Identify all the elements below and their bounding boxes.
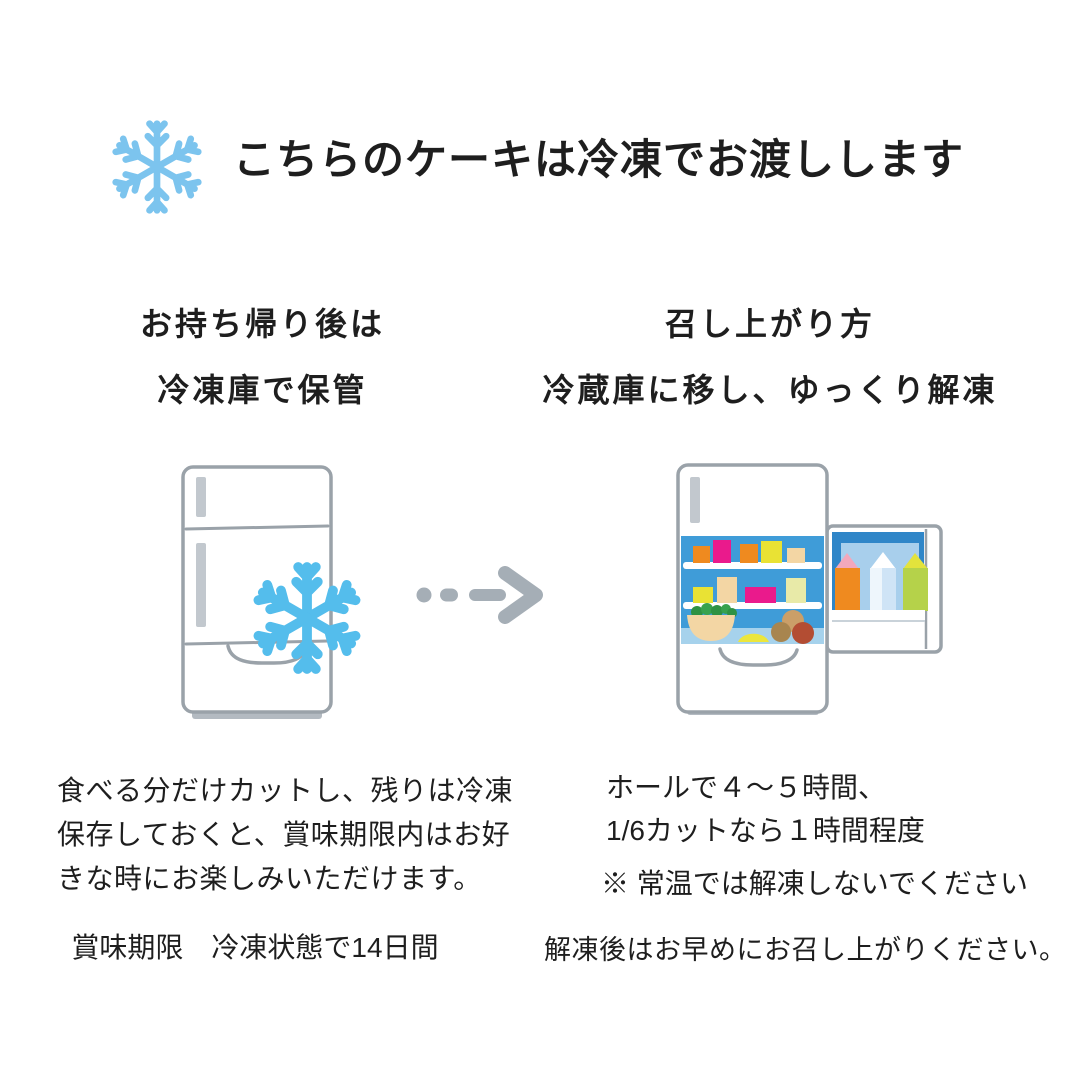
storage-description: 食べる分だけカットし、残りは冷凍 保存しておくと、賞味期限内はお好 きな時にお楽… bbox=[57, 769, 527, 901]
storage-heading: お持ち帰り後は 冷凍庫で保管 bbox=[40, 303, 485, 411]
open-fridge-illustration bbox=[676, 463, 943, 715]
fridge-door-open bbox=[825, 524, 943, 654]
storage-heading-line2: 冷凍庫で保管 bbox=[157, 372, 368, 408]
thawing-times: ホールで４〜５時間、 1/6カットなら１時間程度 bbox=[606, 766, 1046, 852]
thawing-caution: ※ 常温では解凍しないでください bbox=[601, 868, 1028, 899]
door-bottles bbox=[835, 552, 928, 611]
snowflake-icon bbox=[114, 123, 200, 211]
page-title: こちらのケーキは冷凍でお渡しします bbox=[233, 136, 965, 183]
storage-heading-line1: お持ち帰り後は bbox=[139, 306, 385, 342]
thawing-footer: 解凍後はお早めにお召し上がりください。 bbox=[544, 935, 1067, 965]
thawing-time-line1: ホールで４〜５時間、 bbox=[606, 772, 887, 803]
closed-fridge-illustration bbox=[181, 465, 358, 719]
storage-description-line3: きな時にお楽しみいただけます。 bbox=[57, 863, 482, 894]
thawing-heading-line2: 冷蔵庫に移し、ゆっくり解凍 bbox=[542, 372, 998, 408]
arrow-icon bbox=[416, 566, 543, 624]
fridge-interior bbox=[681, 536, 824, 644]
storage-description-line2: 保存しておくと、賞味期限内はお好 bbox=[57, 819, 511, 850]
thawing-heading: 召し上がり方 冷蔵庫に移し、ゆっくり解凍 bbox=[530, 303, 1010, 411]
storage-description-line1: 食べる分だけカットし、残りは冷凍 bbox=[57, 775, 514, 806]
thawing-heading-line1: 召し上がり方 bbox=[664, 306, 875, 342]
expiry-label: 賞味期限 冷凍状態で14日間 bbox=[71, 932, 439, 963]
thawing-time-line2: 1/6カットなら１時間程度 bbox=[606, 815, 925, 846]
